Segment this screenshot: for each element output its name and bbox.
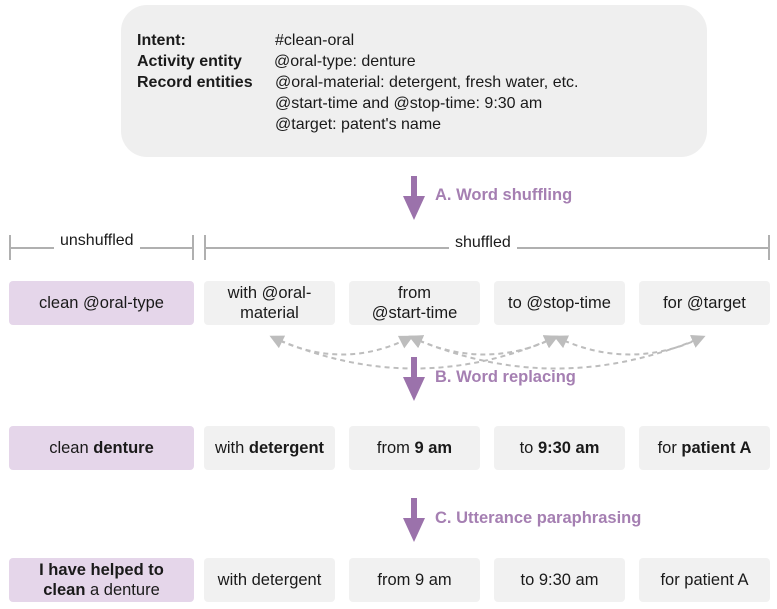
template-cell-activity: clean @oral-type <box>9 281 194 325</box>
record-entity-time: @start-time and @stop-time: 9:30 am <box>275 95 543 112</box>
paraphrased-cell-target: for patient A <box>639 558 770 602</box>
shuffle-arcs <box>269 334 706 370</box>
shuffle-arc-2-3 <box>408 335 559 356</box>
activity-entity-value: @oral-type: denture <box>274 53 416 70</box>
template-cell-text: from @start-time <box>372 283 458 323</box>
paraphrased-bold-word: clean <box>43 581 86 599</box>
arrow-down-icon <box>403 498 425 542</box>
replaced-cell-text: with detergent <box>215 438 324 458</box>
record-entity-material: @oral-material: detergent, fresh water, … <box>275 74 579 91</box>
template-cell-text: clean @oral-type <box>39 294 164 312</box>
arrow-down-icon <box>403 357 425 401</box>
replaced-value: detergent <box>248 439 325 457</box>
replaced-value: 9 am <box>414 439 453 457</box>
paraphrased-cell-text: I have helped to clean a denture <box>39 560 164 600</box>
paraphrased-cell-text: to 9:30 am <box>520 571 599 589</box>
arrow-down-icon <box>403 176 425 220</box>
replaced-prefix: for <box>657 439 682 457</box>
record-entities-label: Record entities <box>137 74 253 91</box>
replaced-prefix: from <box>376 439 415 457</box>
template-cell-material: with @oral- material <box>204 281 335 325</box>
replaced-value: denture <box>93 439 154 457</box>
intent-label: Intent: <box>137 32 186 49</box>
template-line-1: with @oral- <box>227 284 312 302</box>
shuffle-arc-1-2 <box>269 335 414 356</box>
replaced-cell-material: with detergent <box>204 426 335 470</box>
paraphrased-bold-line: I have helped to <box>39 561 164 579</box>
shuffle-arc-3-4 <box>553 335 704 356</box>
template-cell-target: for @target <box>639 281 770 325</box>
replaced-cell-text: clean denture <box>49 438 154 458</box>
replaced-prefix: to <box>519 439 538 457</box>
template-line-2: @start-time <box>371 304 458 322</box>
template-line-2: material <box>240 304 299 322</box>
template-cell-text: to @stop-time <box>508 294 611 312</box>
replaced-cell-activity: clean denture <box>9 426 194 470</box>
template-cell-text: with @oral- material <box>228 283 312 323</box>
replaced-cell-text: for patient A <box>658 438 752 458</box>
paraphrased-cell-start-time: from 9 am <box>349 558 480 602</box>
shuffle-arc-2-4 <box>408 334 706 370</box>
paraphrased-cell-activity: I have helped to clean a denture <box>9 558 194 602</box>
replaced-cell-text: to 9:30 am <box>520 438 600 458</box>
intent-info-box <box>121 5 707 157</box>
paraphrased-cell-text: with detergent <box>217 571 322 589</box>
record-entity-target: @target: patent's name <box>275 116 442 133</box>
paraphrased-rest: a denture <box>85 581 160 599</box>
replaced-prefix: clean <box>49 439 94 457</box>
replaced-value: patient A <box>681 439 752 457</box>
step-c-label: C. Utterance paraphrasing <box>435 509 642 527</box>
replaced-cell-stop-time: to 9:30 am <box>494 426 625 470</box>
step-a-label: A. Word shuffling <box>435 186 573 204</box>
replaced-prefix: with <box>214 439 249 457</box>
paraphrased-cell-text: from 9 am <box>377 571 452 589</box>
template-line-1: from <box>397 284 431 302</box>
intent-value: #clean-oral <box>275 32 355 49</box>
paraphrased-cell-text: for patient A <box>660 571 749 589</box>
replaced-cell-target: for patient A <box>639 426 770 470</box>
replaced-cell-text: from 9 am <box>377 438 452 458</box>
template-cell-stop-time: to @stop-time <box>494 281 625 325</box>
template-cell-text: for @target <box>663 294 746 312</box>
unshuffled-label: unshuffled <box>54 232 140 250</box>
activity-entity-label: Activity entity <box>137 53 242 70</box>
replaced-value: 9:30 am <box>537 439 600 457</box>
paraphrased-cell-material: with detergent <box>204 558 335 602</box>
step-b-label: B. Word replacing <box>435 368 576 386</box>
paraphrased-cell-stop-time: to 9:30 am <box>494 558 625 602</box>
replaced-cell-start-time: from 9 am <box>349 426 480 470</box>
template-cell-start-time: from @start-time <box>349 281 480 325</box>
shuffled-label: shuffled <box>449 234 517 252</box>
